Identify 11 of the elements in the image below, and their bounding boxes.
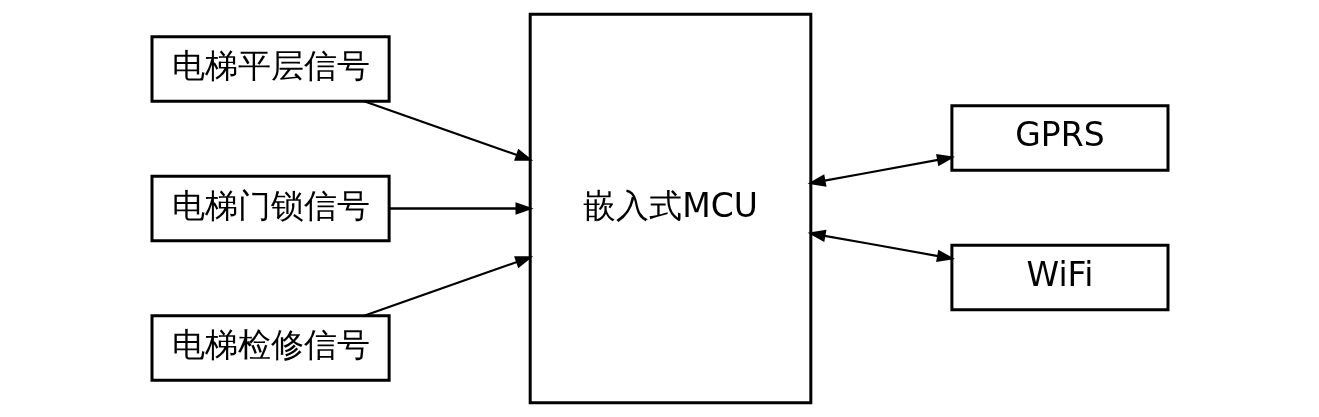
node-box: 电梯检修信号 bbox=[150, 314, 391, 382]
node-box: 电梯门锁信号 bbox=[150, 174, 391, 243]
arrow bbox=[363, 256, 533, 317]
node-box: WiFi bbox=[949, 243, 1169, 312]
arrow bbox=[389, 202, 534, 215]
node-box: 嵌入式MCU bbox=[528, 12, 812, 405]
node-box: 电梯平层信号 bbox=[150, 35, 391, 103]
arrow bbox=[807, 229, 955, 263]
node-box: GPRS bbox=[949, 104, 1169, 172]
arrow bbox=[807, 153, 955, 187]
arrow bbox=[363, 100, 533, 161]
